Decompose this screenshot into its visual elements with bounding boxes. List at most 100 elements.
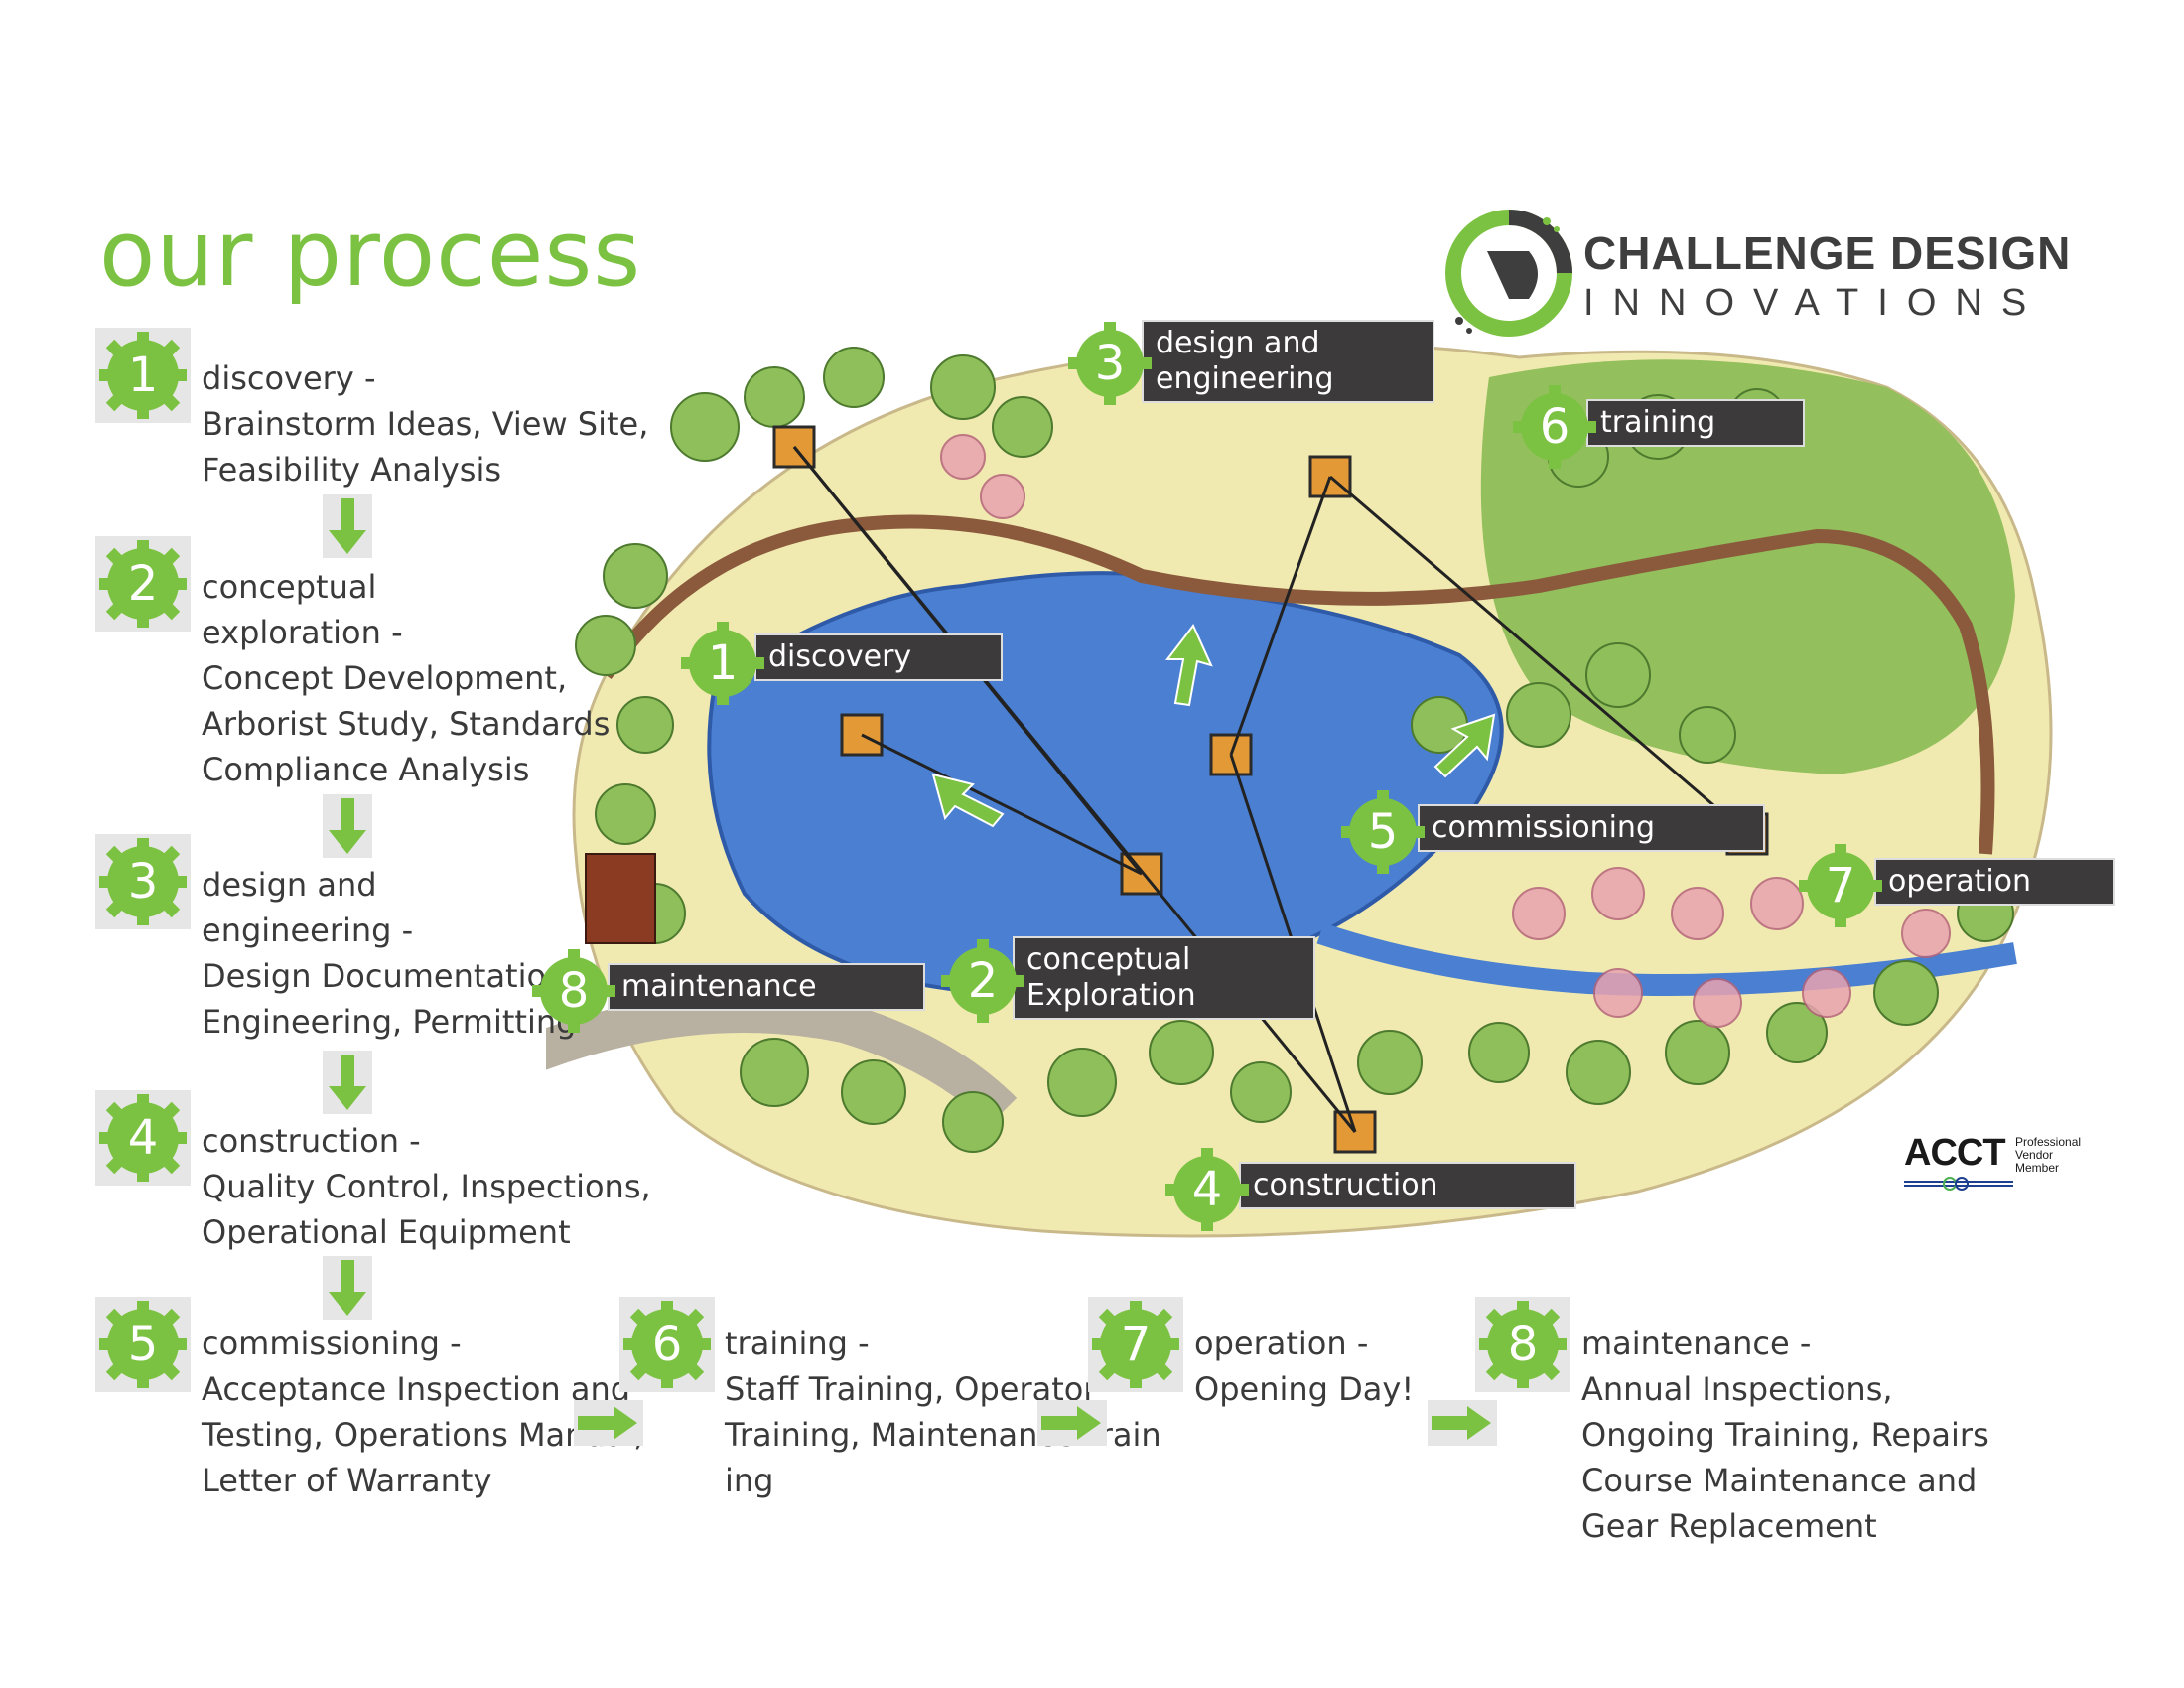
acct-side-text: Professional Vendor Member xyxy=(2015,1136,2081,1175)
step-number: 2 xyxy=(967,953,999,1009)
logo-line-1: CHALLENGE DESIGN xyxy=(1583,227,2072,279)
step-1-gear: 1 xyxy=(95,328,191,423)
map-badge-8: 8 xyxy=(526,943,621,1039)
gear-icon xyxy=(99,838,187,925)
down-arrow-icon xyxy=(323,794,372,858)
step-2-gear: 2 xyxy=(95,536,191,632)
step-6-gear: 6 xyxy=(619,1297,715,1392)
step-1-text: discovery - Brainstorm Ideas, View Site,… xyxy=(202,355,648,492)
right-arrow-icon xyxy=(1037,1400,1107,1446)
step-heading: discovery - xyxy=(202,359,376,397)
map-label-discovery: discovery xyxy=(754,633,1003,681)
step-3-gear: 3 xyxy=(95,834,191,929)
gear-icon xyxy=(532,949,615,1033)
step-5-gear: 5 xyxy=(95,1297,191,1392)
logo-mark-icon xyxy=(1445,210,1572,337)
acct-side-line: Member xyxy=(2015,1161,2060,1175)
step-line: Opening Day! xyxy=(1194,1370,1415,1408)
right-arrow-icon xyxy=(1428,1400,1497,1446)
step-8-gear: 8 xyxy=(1475,1297,1570,1392)
gear-icon xyxy=(1513,385,1596,469)
step-heading: design and xyxy=(202,866,377,904)
step-4-gear: 4 xyxy=(95,1090,191,1186)
step-number: 5 xyxy=(127,1317,159,1372)
step-number: 4 xyxy=(127,1110,159,1166)
map-badge-6: 6 xyxy=(1507,379,1602,475)
map-label-training: training xyxy=(1586,399,1805,447)
step-7-text: operation - Opening Day! xyxy=(1194,1321,1414,1412)
gear-icon xyxy=(1068,322,1152,405)
gear-icon xyxy=(99,332,187,419)
step-line: Course Maintenance and xyxy=(1581,1462,1978,1499)
step-number: 7 xyxy=(1120,1317,1152,1372)
step-5-text: commissioning - Acceptance Inspection an… xyxy=(202,1321,643,1503)
company-logo xyxy=(1439,204,1578,347)
step-number: 5 xyxy=(1367,804,1399,860)
gear-icon xyxy=(1165,1148,1249,1231)
step-number: 6 xyxy=(651,1317,683,1372)
step-heading: maintenance - xyxy=(1581,1325,1812,1362)
down-arrow-icon xyxy=(323,1256,372,1320)
logo-line-2: INNOVATIONS xyxy=(1583,282,2046,324)
map-label-construction: construction xyxy=(1239,1162,1576,1209)
step-4-text: construction - Quality Control, Inspecti… xyxy=(202,1118,651,1255)
map-label-design-engineering: design and engineering xyxy=(1142,320,1434,403)
step-line: Design Documentation, xyxy=(202,957,577,995)
gear-icon xyxy=(1799,844,1882,927)
gear-icon xyxy=(99,540,187,628)
step-line: Arborist Study, Standards xyxy=(202,705,611,743)
right-arrow-icon xyxy=(574,1400,643,1446)
step-3-text: design and engineering - Design Document… xyxy=(202,862,577,1045)
step-line: Staff Training, Operator xyxy=(725,1370,1097,1408)
map-badge-5: 5 xyxy=(1335,784,1431,880)
acct-side-line: Vendor xyxy=(2015,1148,2054,1162)
gear-icon xyxy=(941,939,1024,1023)
gear-icon xyxy=(681,622,764,705)
step-line: Acceptance Inspection and xyxy=(202,1370,631,1408)
step-2-text: conceptual exploration - Concept Develop… xyxy=(202,564,610,792)
step-heading: commissioning - xyxy=(202,1325,462,1362)
step-line: ing xyxy=(725,1462,774,1499)
map-label-operation: operation xyxy=(1874,858,2115,906)
step-6-text: training - Staff Training, Operator Trai… xyxy=(725,1321,1161,1503)
step-number: 3 xyxy=(127,854,159,910)
step-number: 1 xyxy=(127,348,159,403)
gear-icon xyxy=(623,1301,711,1388)
page-title: our process xyxy=(99,201,642,307)
step-line: Feasibility Analysis xyxy=(202,451,501,489)
gear-icon xyxy=(99,1301,187,1388)
step-7-gear: 7 xyxy=(1088,1297,1183,1392)
gear-icon xyxy=(1341,790,1425,874)
gear-icon xyxy=(99,1094,187,1182)
map-badge-4: 4 xyxy=(1160,1142,1255,1237)
down-arrow-icon xyxy=(323,1051,372,1114)
step-heading: conceptual xyxy=(202,568,377,606)
step-line: Testing, Operations Manual, xyxy=(202,1416,644,1454)
step-line: exploration - xyxy=(202,614,403,651)
step-number: 4 xyxy=(1191,1162,1223,1217)
acct-badge: ACCT Professional Vendor Member xyxy=(1904,1132,2103,1192)
map-badge-7: 7 xyxy=(1793,838,1888,933)
step-number: 2 xyxy=(127,556,159,612)
acct-rings-icon xyxy=(1904,1177,2013,1191)
map-badge-1: 1 xyxy=(675,616,770,711)
map-label-commissioning: commissioning xyxy=(1418,804,1765,852)
step-number: 3 xyxy=(1094,336,1126,391)
step-line: Letter of Warranty xyxy=(202,1462,492,1499)
map-badge-3: 3 xyxy=(1062,316,1158,411)
step-line: Annual Inspections, xyxy=(1581,1370,1893,1408)
acct-logo-text: ACCT xyxy=(1904,1132,2006,1174)
step-heading: operation - xyxy=(1194,1325,1369,1362)
step-number: 1 xyxy=(707,635,739,691)
gear-icon xyxy=(1092,1301,1179,1388)
map-label-conceptual-exploration: conceptual Exploration xyxy=(1013,936,1315,1020)
step-number: 7 xyxy=(1825,858,1856,914)
site-plan-illustration xyxy=(546,341,2053,1238)
step-heading: construction - xyxy=(202,1122,421,1160)
step-line: Operational Equipment xyxy=(202,1213,571,1251)
acct-side-line: Professional xyxy=(2015,1135,2082,1149)
step-8-text: maintenance - Annual Inspections, Ongoin… xyxy=(1581,1321,1989,1549)
step-line: Quality Control, Inspections, xyxy=(202,1168,651,1205)
step-line: Brainstorm Ideas, View Site, xyxy=(202,405,649,443)
step-number: 6 xyxy=(1539,399,1570,455)
